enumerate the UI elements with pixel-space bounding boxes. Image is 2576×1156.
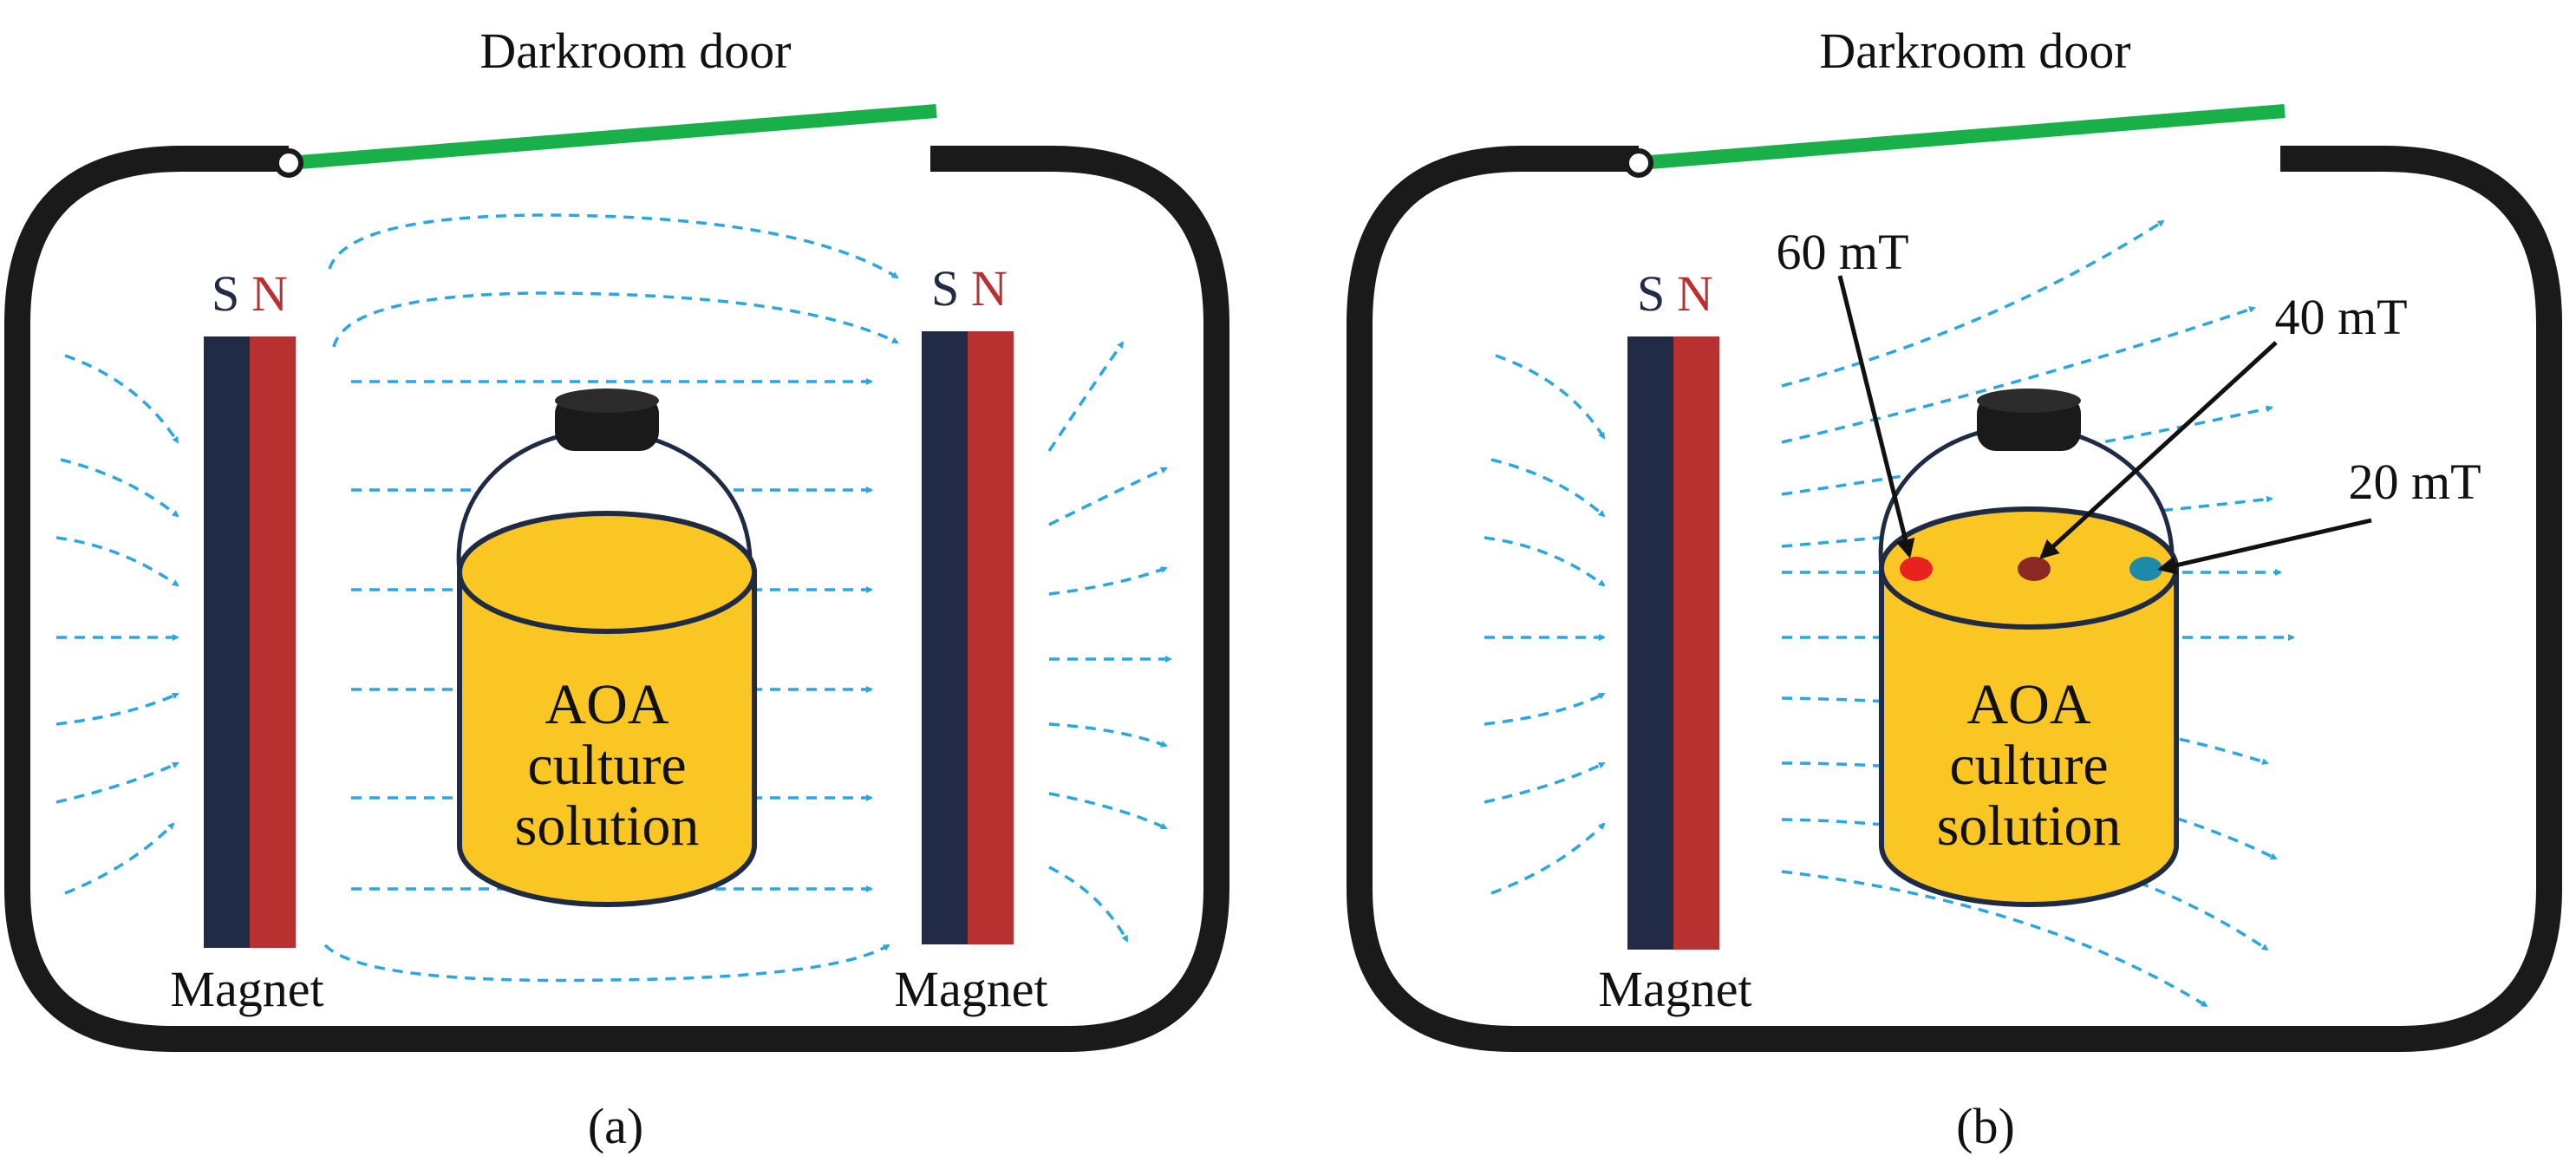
magnet-south-pole <box>1627 336 1673 950</box>
magnet-north-pole <box>1673 336 1719 950</box>
pointer-40mt <box>2039 341 2278 559</box>
measurement-label-20mt: 20 mT <box>2348 454 2481 510</box>
magnet: S N Magnet <box>1598 265 1751 1017</box>
jar-cap-top <box>1977 389 2081 413</box>
magnet-s-label: S <box>212 265 239 322</box>
jar-body <box>1879 565 2179 907</box>
measurement-label-40mt: 40 mT <box>2274 289 2407 345</box>
measurement-point-40mt <box>2018 557 2051 581</box>
jar-label-line3: solution <box>515 794 700 858</box>
door-hinge <box>274 148 303 178</box>
measurement-point-60mt <box>1900 557 1933 581</box>
magnet-label: Magnet <box>894 961 1047 1017</box>
measurement-label-60mt: 60 mT <box>1776 224 1908 280</box>
magnet-s-label: S <box>931 260 959 317</box>
culture-jar: AOA culture solution <box>456 389 757 907</box>
magnet-south-pole <box>204 336 250 948</box>
magnet-south-pole <box>922 331 968 944</box>
magnet-right: S N Magnet <box>894 260 1047 1017</box>
panel-a: Darkroom door <box>4 23 1229 1154</box>
darkroom-enclosure <box>4 146 1229 1052</box>
pointer-60mt <box>1837 275 1915 558</box>
jar-label-line2: culture <box>527 734 686 797</box>
panel-caption: (b) <box>1956 1098 2015 1154</box>
jar-label-line1: AOA <box>545 673 669 736</box>
panel-caption: (a) <box>588 1098 643 1154</box>
jar-label-line3: solution <box>1937 794 2122 858</box>
measurement-point-20mt <box>2129 557 2162 581</box>
magnet-north-pole <box>968 331 1014 944</box>
magnet-north-pole <box>250 336 296 948</box>
jar-liquid-surface <box>457 511 757 634</box>
magnet-n-label: N <box>251 265 288 322</box>
magnet-s-label: S <box>1637 265 1665 322</box>
darkroom-door <box>288 104 937 170</box>
culture-jar: AOA culture solution <box>1878 389 2179 907</box>
door-label: Darkroom door <box>479 23 791 79</box>
magnet-n-label: N <box>971 260 1008 317</box>
magnet-label: Magnet <box>1598 961 1751 1017</box>
panel-b: Darkroom door S N <box>1347 23 2562 1154</box>
door-hinge <box>1624 148 1653 178</box>
jar-label-line1: AOA <box>1967 673 2091 736</box>
measurement-points: 60 mT 40 mT 20 mT <box>1776 224 2481 581</box>
magnet-left: S N Magnet <box>170 265 323 1017</box>
darkroom-enclosure <box>1347 146 2562 1052</box>
jar-label-line2: culture <box>1949 734 2108 797</box>
pointer-20mt <box>2157 518 2372 575</box>
jar-body <box>457 570 757 907</box>
magnet-label: Magnet <box>170 961 323 1017</box>
darkroom-door <box>1638 104 2286 170</box>
door-label: Darkroom door <box>1819 23 2130 79</box>
magnet-n-label: N <box>1677 265 1713 322</box>
jar-cap-top <box>555 389 659 413</box>
